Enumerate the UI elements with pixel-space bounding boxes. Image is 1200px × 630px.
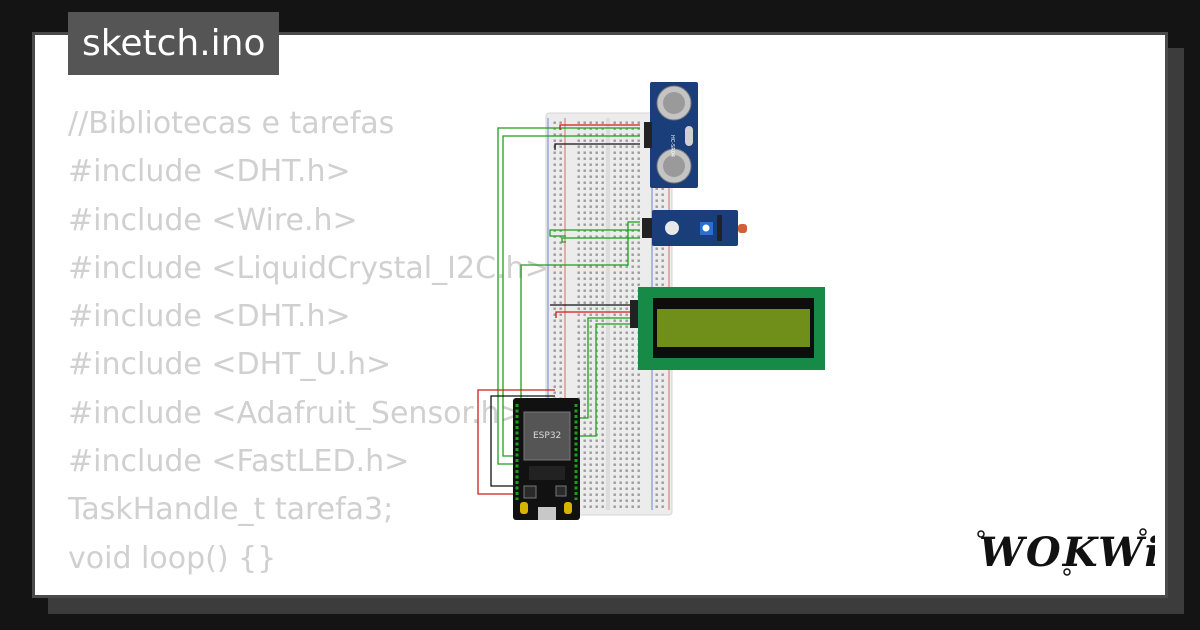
wires — [477, 124, 640, 495]
lcd-display — [630, 287, 825, 370]
wire-black — [490, 395, 555, 487]
wire-red — [559, 124, 640, 130]
wire-green — [497, 127, 640, 465]
wokwi-logo-text: WOKWi — [979, 529, 1155, 576]
light-sensor-module — [642, 210, 747, 246]
code-line: //Bibliotecas e tarefas — [68, 106, 395, 141]
code-line: #include <DHT.h> — [68, 154, 351, 190]
wire-red — [477, 389, 555, 495]
code-line: TaskHandle_t tarefa3; — [68, 492, 394, 528]
wire-green — [561, 237, 640, 243]
code-line: #include <DHT.h> — [68, 299, 351, 335]
wire-green — [549, 229, 640, 237]
wokwi-logo: WOKWi — [977, 528, 1155, 576]
wire-green — [502, 135, 640, 457]
esp32-board: ESP32 — [513, 398, 580, 520]
wire-black — [554, 143, 640, 150]
wire-green — [520, 221, 640, 400]
code-line: #include <Wire.h> — [68, 202, 358, 238]
ultrasonic-label: HC-SR04 — [669, 135, 675, 157]
ultrasonic-sensor: HC-SR04 — [644, 82, 698, 188]
code-preview: //Bibliotecas e tarefas #include <DHT.h>… — [68, 100, 550, 583]
code-line: #include <LiquidCrystal_I2C.h> — [68, 250, 550, 286]
code-line: #include <Adafruit_Sensor.h> — [68, 395, 525, 431]
file-tab[interactable]: sketch.ino — [68, 12, 280, 75]
esp32-label: ESP32 — [533, 431, 561, 441]
code-line: #include <DHT_U.h> — [68, 347, 392, 383]
wire-green — [578, 323, 640, 437]
wire-red — [555, 311, 640, 318]
code-line: void loop() {} — [68, 540, 277, 576]
code-line: #include <FastLED.h> — [68, 444, 410, 480]
